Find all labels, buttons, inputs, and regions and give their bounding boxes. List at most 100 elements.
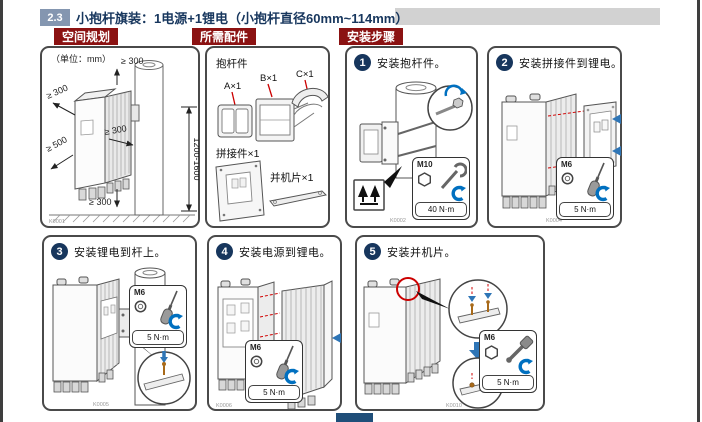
bolt-zoom-callout — [427, 84, 473, 131]
step2-panel: 2 安装拼接件到锂电。 — [487, 46, 622, 228]
section-number-badge: 2.3 — [40, 9, 70, 26]
clockwise-arrow-icon — [168, 313, 183, 330]
torque-spec-step4: M6 5 N·m — [245, 340, 303, 403]
step4-header: 4 安装电源到锂电。 — [216, 243, 336, 260]
clearance-right: ≥ 300 — [104, 123, 128, 137]
header-gray-bar — [395, 8, 660, 25]
step4-panel: 4 安装电源到锂电。 — [207, 235, 342, 411]
figure-code: K0005 — [93, 402, 109, 408]
torque-value: 5 N·m — [482, 375, 534, 390]
part-c-drawing — [291, 88, 329, 128]
washer-icon — [250, 355, 263, 368]
torque-spec-step3: M6 5 N·m — [129, 285, 187, 348]
figure-code: K0006 — [216, 403, 232, 409]
accessories-diagram: 抱杆件 A×1 B×1 C×1 拼接件×1 — [215, 57, 329, 222]
assembled-device-drawing — [363, 278, 441, 395]
step1-number-badge: 1 — [354, 54, 371, 71]
accessories-panel: 抱杆件 A×1 B×1 C×1 拼接件×1 — [205, 46, 330, 228]
page-title: 小抱杆旗装：1电源+1锂电（小抱杆直径60mm~114mm） — [76, 11, 409, 26]
part-c-label: C×1 — [296, 69, 314, 80]
step5-number-badge: 5 — [364, 243, 381, 260]
plate-zoom-callout-top — [448, 279, 508, 339]
step5-header: 5 安装并机片。 — [364, 243, 539, 260]
clearance-bottom: ≥ 300 — [89, 197, 111, 207]
insert-arrow-icon — [332, 333, 341, 343]
fastener-size-label: M10 — [417, 160, 433, 169]
clockwise-arrow-icon — [451, 185, 466, 202]
device-drawing — [73, 88, 132, 201]
step1-text: 安装抱杆件。 — [377, 57, 446, 70]
fastener-size-label: M6 — [134, 288, 146, 297]
parallel-plate-label: 并机片×1 — [270, 171, 314, 184]
step3-text: 安装锂电到杆上。 — [74, 246, 166, 259]
step-flow-arrow-icon — [469, 342, 487, 360]
pole-drawing — [128, 60, 164, 216]
torque-spec-step2: M6 5 N·m — [556, 157, 614, 220]
step3-panel: 3 安装锂电到杆上。 — [42, 235, 197, 411]
step3-header: 3 安装锂电到杆上。 — [51, 243, 191, 260]
rotation-arrow-icon — [444, 84, 464, 97]
clockwise-arrow-icon — [595, 185, 610, 202]
part-b-label: B×1 — [260, 73, 277, 84]
torque-value: 5 N·m — [132, 330, 184, 345]
clearance-front: ≥ 500 — [44, 134, 69, 153]
fastener-size-label: M6 — [250, 343, 262, 352]
hex-bolt-icon — [418, 172, 432, 187]
open-wrench-icon — [440, 162, 467, 189]
clearance-dimensions: ≥ 300 ≥ 300 ≥ 500 ≥ 300 ≥ 300 1200-1600 — [44, 56, 199, 212]
step5-text: 安装并机片。 — [387, 246, 456, 259]
part-a-drawing — [217, 104, 253, 138]
unit-note: （单位：mm） — [51, 53, 111, 64]
battery-drawing — [52, 276, 120, 393]
step2-text: 安装拼接件到锂电。 — [519, 57, 623, 70]
callout-pointer — [384, 166, 402, 188]
clockwise-arrow-icon — [284, 368, 299, 385]
figure-code: K0010 — [446, 403, 462, 409]
clearance-diagram: ≥ 300 ≥ 300 ≥ 500 ≥ 300 ≥ 300 1200-1600 … — [44, 53, 199, 225]
screw-zoom-callout — [137, 351, 191, 405]
figure-code: K0001 — [49, 219, 65, 225]
step2-header: 2 安装拼接件到锂电。 — [496, 54, 622, 71]
socket-wrench-icon — [506, 335, 534, 363]
footer-blue-box — [336, 413, 373, 422]
clearance-left: ≥ 300 — [45, 83, 70, 101]
step4-text: 安装电源到锂电。 — [239, 246, 331, 259]
callout-pointer — [416, 291, 450, 309]
step5-panel: 5 安装并机片。 — [355, 235, 545, 411]
ground-hatch-icon — [49, 214, 195, 223]
step1-header: 1 安装抱杆件。 — [354, 54, 472, 71]
step3-number-badge: 3 — [51, 243, 68, 260]
step1-panel: 1 安装抱杆件。 — [345, 46, 478, 228]
fastener-size-label: M6 — [561, 160, 573, 169]
this-side-up-icon — [353, 179, 385, 211]
part-a-label: A×1 — [224, 81, 241, 92]
figure-code: K0004 — [546, 218, 562, 224]
label-space-planning: 空间规划 — [54, 28, 119, 45]
pole-parts-label: 抱杆件 — [216, 57, 248, 70]
space-planning-panel: ≥ 300 ≥ 300 ≥ 500 ≥ 300 ≥ 300 1200-1600 … — [40, 46, 200, 228]
mount-height-range: 1200-1600 — [192, 137, 199, 180]
step4-number-badge: 4 — [216, 243, 233, 260]
torque-value: 5 N·m — [248, 385, 300, 400]
washer-icon — [134, 300, 147, 313]
insert-arrow-icon — [612, 114, 621, 156]
splice-part-drawing — [215, 160, 265, 222]
torque-spec-step1: M10 40 N·m — [412, 157, 470, 220]
page-right-edge — [697, 0, 700, 422]
page-left-edge — [0, 0, 3, 422]
clockwise-arrow-icon — [518, 358, 533, 375]
splice-plate-drawing — [583, 101, 617, 173]
washer-icon — [561, 172, 574, 185]
step2-number-badge: 2 — [496, 54, 513, 71]
figure-code: K0002 — [390, 218, 406, 224]
parallel-plate-drawing — [269, 190, 328, 207]
highlight-red-circle — [396, 277, 420, 301]
label-installation-steps: 安装步骤 — [339, 28, 404, 45]
splice-part-label: 拼接件×1 — [216, 147, 260, 160]
step5-diagram: K0010 — [363, 277, 508, 409]
clearance-top: ≥ 300 — [121, 56, 143, 66]
fastener-size-label: M6 — [484, 333, 496, 342]
hex-bolt-icon — [485, 345, 499, 360]
torque-value: 5 N·m — [559, 202, 611, 217]
